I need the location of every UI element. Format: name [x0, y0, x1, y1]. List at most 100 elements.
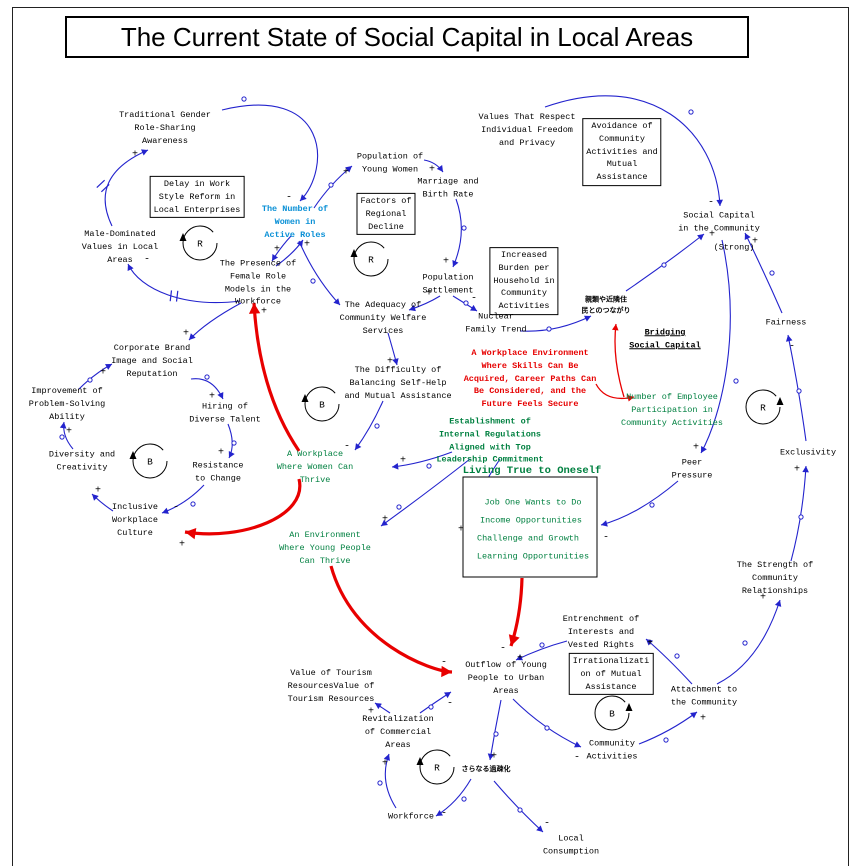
edge-polarity-sign: +	[209, 392, 215, 403]
edge	[519, 315, 592, 332]
edge-arrowhead-icon	[392, 463, 399, 470]
edge-midpoint-dot	[661, 262, 667, 268]
edge	[188, 302, 242, 341]
edge-arrowhead-icon	[584, 315, 591, 322]
loop-letter: R	[434, 763, 440, 774]
edge	[744, 232, 783, 314]
edge-midpoint-dot	[796, 388, 802, 394]
edge-midpoint-dot	[426, 463, 432, 469]
edge-polarity-sign: -	[583, 305, 589, 316]
edge-polarity-sign: +	[426, 289, 432, 300]
edge-polarity-sign: -	[441, 658, 447, 669]
edge-midpoint-dot	[539, 642, 545, 648]
edge-arrowhead-icon	[272, 254, 279, 261]
edge-polarity-sign: +	[693, 443, 699, 454]
edge-polarity-sign: +	[382, 759, 388, 770]
edge	[600, 480, 679, 526]
loop-arrow-icon	[129, 451, 137, 459]
edge-arrowhead-icon	[92, 494, 99, 501]
edge-arrowhead-icon	[452, 260, 459, 267]
edge-arrowhead-icon	[248, 303, 261, 314]
edge-midpoint-dot	[231, 440, 237, 446]
edge-polarity-sign: -	[344, 442, 350, 453]
edge-arrowhead-icon	[409, 304, 416, 312]
edge-midpoint-dot	[769, 270, 775, 276]
edge-midpoint-dot	[649, 502, 655, 508]
edge-midpoint-dot	[428, 704, 434, 710]
edge	[127, 263, 241, 304]
edge-polarity-sign: +	[368, 707, 374, 718]
edge-polarity-sign: +	[491, 752, 497, 763]
diagram-title: The Current State of Social Capital in L…	[65, 16, 749, 58]
edge-polarity-sign: +	[709, 230, 715, 241]
loop-arrow-icon	[179, 233, 187, 241]
edge-polarity-sign: +	[794, 465, 800, 476]
loop-arrow-icon	[625, 703, 633, 711]
edge	[221, 104, 318, 202]
edge-midpoint-dot	[204, 374, 210, 380]
edge	[512, 698, 582, 748]
edge-midpoint-dot	[241, 96, 247, 102]
loop-letter: B	[147, 457, 153, 468]
edge-arrowhead-icon	[611, 324, 619, 331]
edge-arrowhead-icon	[441, 665, 452, 678]
delay-mark-icon	[96, 179, 110, 193]
edge-midpoint-dot	[544, 725, 550, 731]
edge-midpoint-dot	[493, 731, 499, 737]
edge-midpoint-dot	[546, 326, 552, 332]
edge-midpoint-dot	[798, 514, 804, 520]
edge-arrowhead-icon	[470, 304, 477, 311]
edge	[469, 458, 501, 518]
edge-arrowhead-icon	[802, 466, 809, 473]
edge-arrowhead-icon	[105, 364, 112, 370]
loop-circle-icon	[745, 389, 781, 425]
edge-polarity-sign: -	[500, 644, 506, 655]
edge-arrowhead-icon	[487, 753, 495, 760]
edge-arrowhead-icon	[189, 333, 196, 340]
loop-arrow-icon	[301, 394, 309, 402]
edge-arrowhead-icon	[690, 712, 697, 719]
edge-polarity-sign: -	[173, 503, 179, 514]
edge-polarity-sign: +	[179, 540, 185, 551]
edge-arrowhead-icon	[716, 199, 723, 206]
edge-midpoint-dot	[461, 225, 467, 231]
edge-arrowhead-icon	[141, 149, 148, 156]
edge-midpoint-dot	[377, 780, 383, 786]
loop-circle-icon	[419, 749, 455, 785]
edge-polarity-sign: +	[132, 150, 138, 161]
edge	[544, 95, 721, 207]
edge-arrowhead-icon	[185, 528, 197, 540]
edge-arrowhead-icon	[127, 264, 134, 271]
edge-midpoint-dot	[742, 640, 748, 646]
edge	[184, 478, 302, 536]
edge	[252, 302, 301, 452]
edge	[452, 198, 462, 268]
edge-polarity-sign: -	[603, 533, 609, 544]
edge-midpoint-dot	[190, 501, 196, 507]
edge-polarity-sign: -	[144, 255, 150, 266]
edge-arrowhead-icon	[785, 335, 793, 342]
loop-arrow-icon	[776, 397, 784, 405]
edge-midpoint-dot	[517, 807, 523, 813]
edge	[190, 378, 224, 400]
edge-polarity-sign: +	[760, 593, 766, 604]
edge-arrowhead-icon	[217, 392, 224, 399]
edge-polarity-sign: -	[441, 809, 447, 820]
loop-arrow-icon	[416, 757, 424, 765]
edge-midpoint-dot	[59, 434, 65, 440]
edge-arrowhead-icon	[300, 194, 307, 201]
edge	[380, 458, 471, 527]
loop-circle-icon	[182, 225, 218, 261]
edge-polarity-sign: -	[471, 294, 477, 305]
edge-arrowhead-icon	[381, 519, 388, 526]
edge-polarity-sign: +	[400, 456, 406, 467]
edge	[161, 484, 205, 514]
edge-midpoint-dot	[663, 737, 669, 743]
edge-arrowhead-icon	[774, 600, 782, 607]
edge-arrowhead-icon	[516, 654, 523, 661]
edge	[614, 323, 625, 398]
edge	[298, 240, 341, 306]
edge-polarity-sign: -	[789, 342, 795, 353]
edge-arrowhead-icon	[392, 358, 399, 365]
edge-arrowhead-icon	[646, 639, 653, 646]
